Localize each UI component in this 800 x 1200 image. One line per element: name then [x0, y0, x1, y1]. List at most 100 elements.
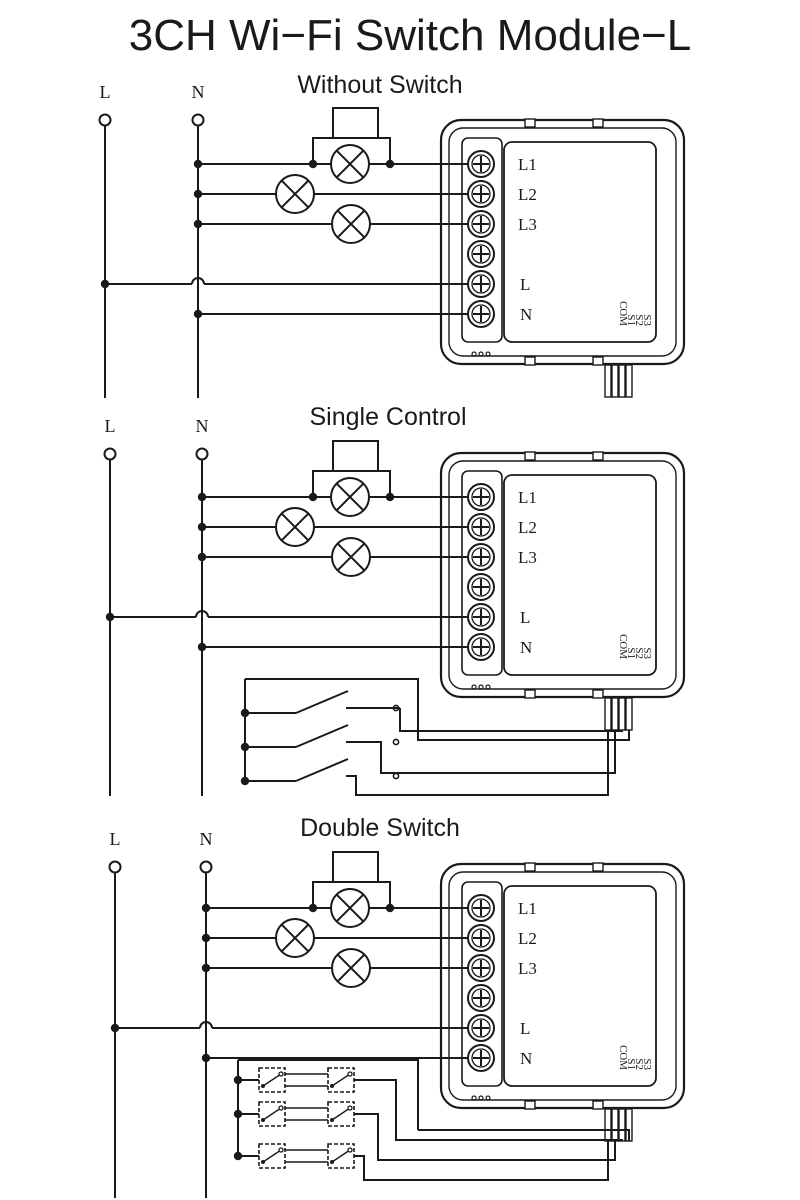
lamp-icon	[331, 537, 371, 577]
screw-ring	[471, 898, 491, 918]
bus-terminal-n	[195, 447, 209, 461]
terminal-label-l1: L1	[518, 155, 537, 174]
switch-blade	[331, 1107, 351, 1121]
junction-dot	[201, 903, 211, 913]
switch-contact	[392, 738, 400, 746]
switch-blade	[295, 724, 349, 748]
junction-dot	[100, 279, 110, 289]
module-inner-edge	[448, 127, 677, 357]
mounting-tab	[592, 862, 604, 872]
lamp-icon	[275, 507, 315, 547]
module-inner-edge	[448, 871, 677, 1101]
lamp-cross	[336, 209, 366, 239]
bus-label-n: N	[192, 82, 205, 102]
switch-contact	[347, 1071, 353, 1077]
screw-terminal	[467, 984, 495, 1012]
screw-terminal	[467, 150, 495, 178]
switch-pivot	[330, 1118, 334, 1122]
wire-crossover	[195, 610, 209, 618]
junction-dot	[193, 159, 203, 169]
bus-label-l: L	[100, 82, 111, 102]
lamp-cross	[335, 149, 365, 179]
double-switch-icon	[327, 1067, 355, 1093]
bus-terminal-n	[191, 113, 205, 127]
double-switch-icon	[327, 1101, 355, 1127]
junction-dot	[193, 309, 203, 319]
mounting-tab	[524, 689, 536, 699]
wire-crossover	[191, 277, 205, 285]
terminal-label-l2: L2	[518, 185, 537, 204]
pin-header	[604, 1108, 612, 1142]
pin-header	[604, 364, 612, 398]
terminal-label-l3: L3	[518, 215, 537, 234]
switch-contact	[347, 1147, 353, 1153]
switch-s2	[354, 1113, 616, 1161]
pin-header	[618, 1108, 626, 1142]
screw-terminal	[467, 633, 495, 661]
led-indicator	[478, 684, 484, 690]
screw-ring	[471, 958, 491, 978]
double-switch-icon	[258, 1143, 286, 1169]
lamp-icon	[331, 204, 371, 244]
lamp-bracket	[312, 851, 391, 908]
screw-ring	[471, 154, 491, 174]
switch-pivot	[330, 1160, 334, 1164]
switch-contact	[392, 772, 400, 780]
bus-label-l: L	[110, 829, 121, 849]
mounting-tab	[592, 118, 604, 128]
pin-header	[611, 1108, 619, 1142]
pin-header	[618, 364, 626, 398]
switch-s2	[346, 730, 616, 774]
switch-s1	[399, 708, 623, 732]
switch-blade	[262, 1149, 282, 1163]
mounting-tab	[524, 1100, 536, 1110]
module-label-panel	[503, 885, 657, 1087]
lamp-cross	[280, 923, 310, 953]
bus-terminal-l	[98, 113, 112, 127]
terminal-label-l1: L1	[518, 899, 537, 918]
terminal-label-l2: L2	[518, 518, 537, 537]
pin-header	[611, 364, 619, 398]
switch-input-label: S2	[633, 647, 645, 659]
screw-ring	[471, 1048, 491, 1068]
switch-input-label: COM	[617, 1045, 629, 1070]
lamp-cross	[280, 512, 310, 542]
switch-input-label: S3	[641, 1058, 653, 1070]
switch-input-label: S1	[625, 1058, 637, 1070]
switch-blade	[262, 1107, 282, 1121]
switch-contact	[347, 1105, 353, 1111]
com-to-pin	[245, 678, 630, 741]
screw-terminal	[467, 1044, 495, 1072]
led-indicator	[471, 684, 477, 690]
pin-header	[604, 697, 612, 731]
switch-input-label: COM	[617, 634, 629, 659]
terminal-label-l: L	[520, 275, 530, 294]
switch-s3	[346, 730, 609, 796]
bus-terminal-l	[108, 860, 122, 874]
screw-terminal	[467, 180, 495, 208]
screw-terminal	[467, 924, 495, 952]
junction-dot	[201, 1053, 211, 1063]
screw-terminal	[467, 483, 495, 511]
led-indicator	[485, 351, 491, 357]
com-bus-top	[238, 1059, 419, 1130]
screw-terminal	[467, 210, 495, 238]
terminal-label-l: L	[520, 608, 530, 627]
mounting-tab	[592, 451, 604, 461]
switch-s1	[354, 1079, 623, 1141]
switch-contact	[278, 1147, 284, 1153]
led-indicator	[471, 1095, 477, 1101]
lamp-cross	[335, 893, 365, 923]
screw-terminal	[467, 894, 495, 922]
terminal-block	[461, 137, 503, 343]
switch-input-label: S3	[641, 314, 653, 326]
switch-pivot	[261, 1118, 265, 1122]
module-inner-edge	[448, 460, 677, 690]
lamp-icon	[275, 174, 315, 214]
screw-terminal	[467, 573, 495, 601]
pin-header	[618, 697, 626, 731]
